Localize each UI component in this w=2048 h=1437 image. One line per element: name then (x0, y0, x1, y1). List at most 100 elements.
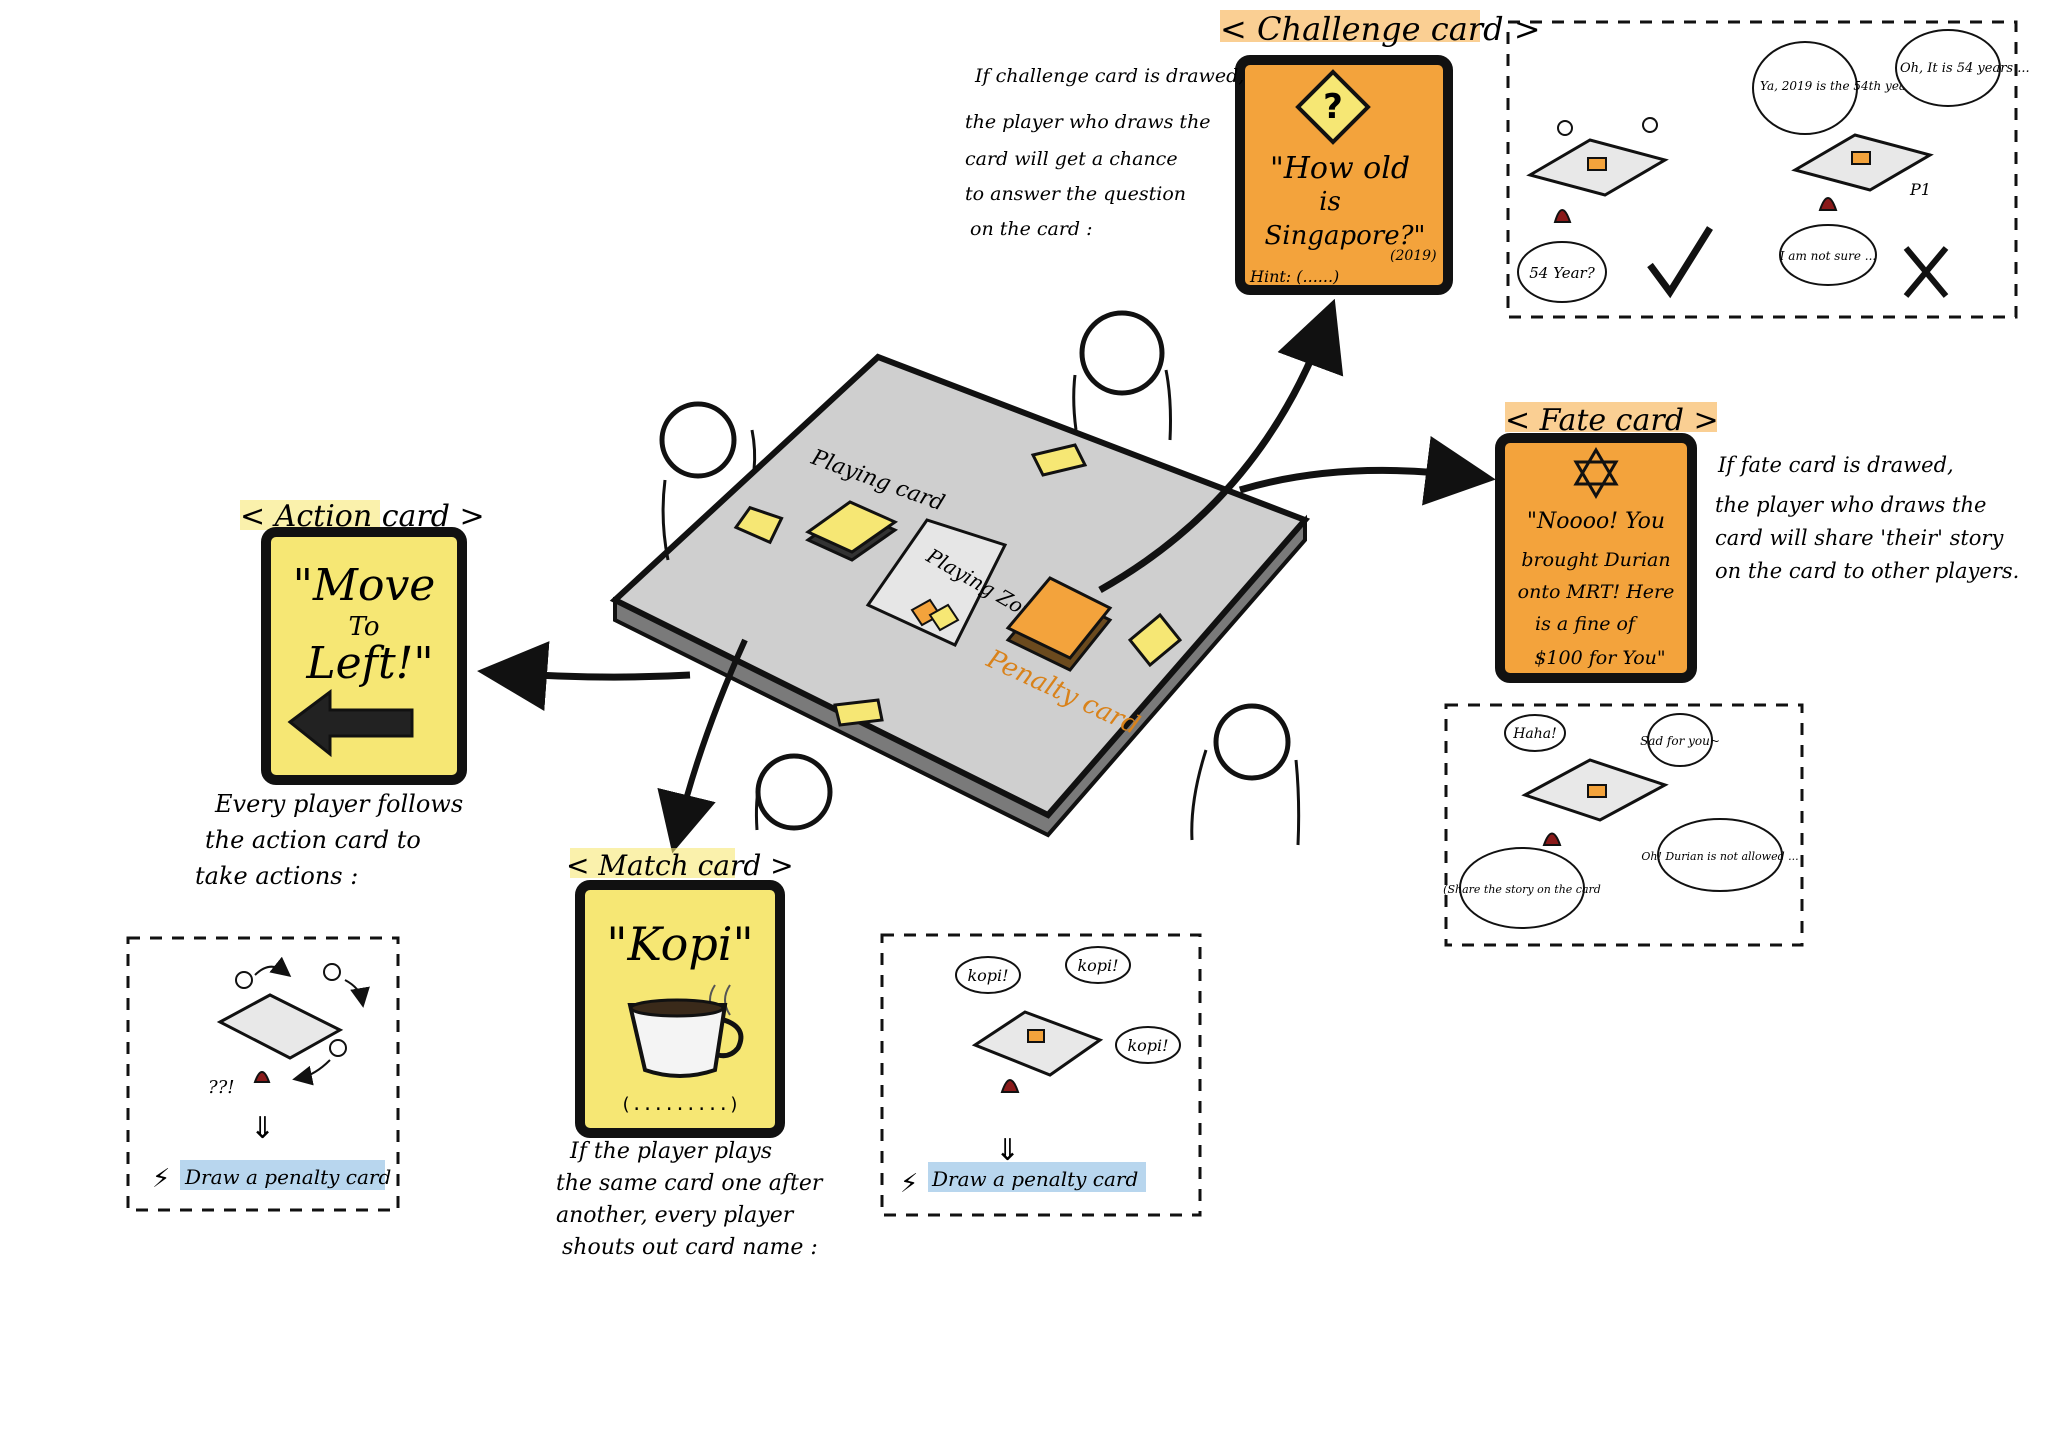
match-penalty-text: Draw a penalty card (931, 1167, 1138, 1191)
player-card-bottom (833, 698, 884, 727)
match-card-word: "Kopi" (606, 917, 753, 971)
fate-bubble-sad-text: Sad for you~ (1640, 734, 1720, 748)
fate-bubble-haha (1504, 714, 1566, 752)
fate-player (1542, 832, 1562, 846)
fate-text-1: "Noooo! You (1527, 509, 1665, 534)
player-head-right (1213, 703, 1291, 781)
arrow-to-action (477, 641, 691, 711)
check-icon (1647, 226, 1713, 299)
arrow-to-match (657, 638, 748, 854)
challenge-desc-2: the player who draws the (965, 111, 1211, 133)
game-table: Playing card Playing Zone Penalty card (477, 298, 1496, 854)
challenge-desc-5: on the card : (970, 218, 1093, 240)
match-example-panel (880, 933, 1202, 1217)
match-bubble-3 (1115, 1026, 1181, 1064)
playing-zone (865, 518, 1008, 647)
challenge-desc-4: to answer the question (965, 183, 1186, 205)
player-head-top-left (659, 401, 737, 479)
action-penalty-text: Draw a penalty card (184, 1165, 391, 1189)
fate-bubble-share-text: (Share the story on the card (1443, 883, 1601, 896)
player-card-top (1030, 443, 1088, 477)
arrow-to-challenge (1098, 298, 1344, 594)
penalty-card-deck (1005, 576, 1113, 672)
action-card-desc-3: take actions : (195, 862, 358, 890)
match-card-desc-1: If the player plays (569, 1139, 772, 1164)
down-arrow-icon: ⇓ (250, 1111, 275, 1146)
match-bubble-2 (1065, 946, 1131, 984)
challenge-desc-3: card will get a chance (965, 148, 1178, 170)
fate-bubble-durian (1657, 818, 1783, 892)
playing-card-deck (805, 500, 899, 562)
player-card-left (733, 505, 784, 545)
fate-desc-1: If fate card is drawed, (1717, 453, 1954, 477)
played-cards (910, 598, 960, 632)
action-card-line3: Left!" (305, 638, 433, 689)
fate-text-3: onto MRT! Here (1518, 581, 1675, 603)
fate-desc-4: on the card to other players. (1715, 559, 2019, 583)
match-card-desc-3: another, every player (556, 1203, 795, 1228)
challenge-right-bubble-1 (1752, 41, 1858, 135)
fate-text-4: is a fine of (1535, 613, 1638, 635)
challenge-question-2: is (1319, 187, 1341, 217)
lightning-icon: ⚡ (152, 1164, 170, 1194)
challenge-right-answer: I am not sure ... (1779, 249, 1876, 263)
challenge-right-bubble-1-text: Ya, 2019 is the 54th year... (1760, 79, 1922, 93)
match-bubble-1-text: kopi! (967, 966, 1008, 985)
match-card-blank: (.........) (620, 1094, 739, 1115)
confused-player (253, 1071, 271, 1083)
challenge-left-answer: 54 Year? (1529, 264, 1595, 282)
challenge-left-player (1553, 209, 1572, 223)
left-arrow-icon (287, 689, 414, 758)
svg-text:?: ? (1323, 87, 1343, 127)
match-bubble-1 (955, 956, 1021, 994)
challenge-example-panel (1506, 20, 2018, 319)
action-card-line2: To (349, 612, 380, 642)
match-card-desc-2: the same card one after (556, 1171, 824, 1196)
action-card-section: < Action card > "Move To Left!" Every pl… (126, 499, 485, 1212)
action-card-desc-1: Every player follows (214, 790, 463, 818)
fate-bubble-durian-text: Oh! Durian is not allowed ... (1641, 850, 1798, 863)
match-card-title: < Match card > (566, 849, 794, 882)
match-card-desc-4: shouts out card name : (562, 1235, 818, 1260)
challenge-desc-1: If challenge card is drawed, (974, 65, 1244, 87)
fate-desc-2: the player who draws the (1715, 493, 1986, 517)
challenge-question-3: Singapore?" (1264, 221, 1425, 251)
fate-card-section: < Fate card > "Noooo! You brought Durian… (1443, 402, 2019, 947)
challenge-right-answer-bubble (1779, 224, 1877, 286)
fate-bubble-haha-text: Haha! (1512, 726, 1557, 742)
match-penalty-highlight (928, 1162, 1146, 1192)
question-diamond-icon: ? (1295, 69, 1371, 145)
fate-bubble-share (1459, 847, 1585, 929)
player-head-bottom (755, 753, 833, 831)
cross-icon (1903, 246, 1949, 298)
player-card-right (1127, 612, 1183, 668)
fate-text-5: $100 for You" (1534, 647, 1665, 669)
challenge-right-player (1818, 197, 1838, 211)
challenge-right-bubble-2-text: Oh, It is 54 years ... (1900, 61, 2030, 76)
match-bubble-2-text: kopi! (1077, 956, 1118, 975)
fate-bubble-sad (1647, 713, 1713, 767)
penalty-highlight (180, 1160, 385, 1190)
player-head-top-right (1079, 310, 1165, 396)
coffee-cup-icon (627, 984, 744, 1078)
fate-desc-3: card will share 'their' story (1715, 526, 2004, 550)
challenge-card-section: < Challenge card > ? "How old is Singapo… (965, 10, 2030, 319)
fate-card-title: < Fate card > (1505, 403, 1719, 438)
fate-card (1495, 433, 1697, 683)
challenge-question-1: "How old (1270, 151, 1410, 186)
challenge-left-bubble (1517, 241, 1607, 303)
fate-text-2: brought Durian (1521, 549, 1670, 571)
match-penalized-player (1000, 1079, 1020, 1093)
match-card-section: < Match card > "Kopi" (.........) If the… (556, 848, 1202, 1260)
challenge-card (1235, 55, 1453, 295)
action-card-desc-2: the action card to (205, 826, 421, 854)
arrow-to-fate (1238, 436, 1496, 506)
star-of-david-icon (1573, 447, 1619, 499)
action-card-line1: "Move (293, 560, 436, 611)
challenge-card-title: < Challenge card > (1220, 10, 1541, 48)
action-example-panel (126, 936, 400, 1212)
match-bubble-3-text: kopi! (1127, 1036, 1168, 1055)
match-lightning-icon: ⚡ (900, 1169, 918, 1199)
fate-example-panel (1444, 703, 1804, 947)
